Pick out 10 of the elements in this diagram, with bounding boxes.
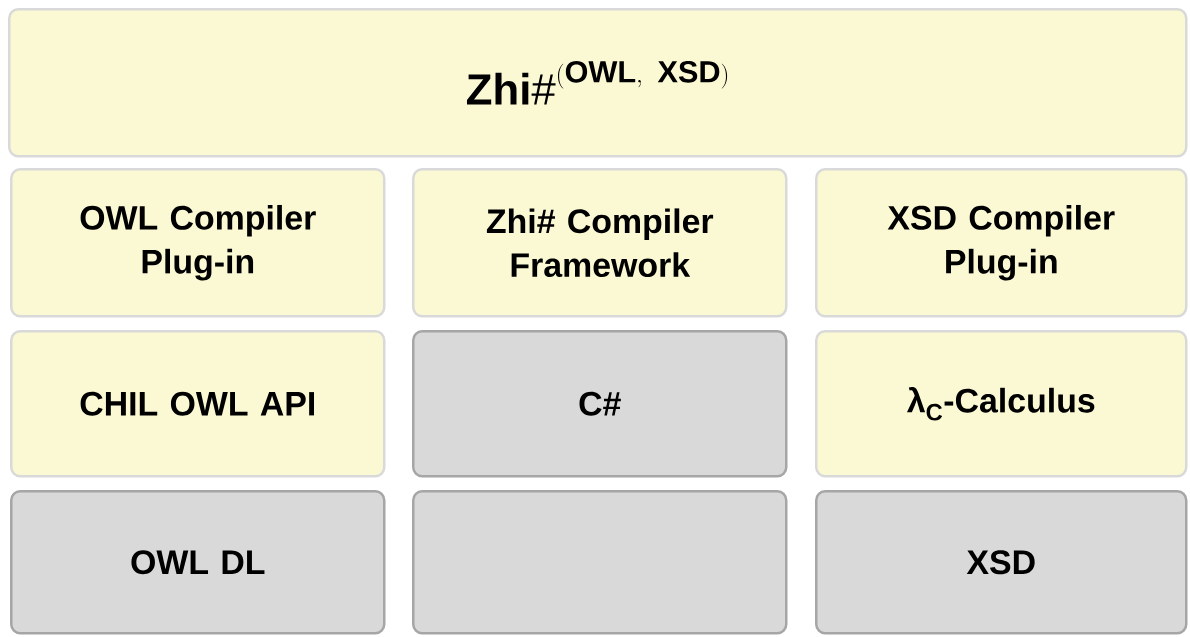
title-box: $\mathbf{Zhi\#}^{\mathbf{(OWL,\ XSD)}}$	[8, 8, 1188, 158]
layer-box: XSD Compiler Plug-in	[815, 168, 1188, 318]
layer-box: CHIL OWL API	[10, 330, 386, 478]
layer-box: Zhi# Compiler Framework	[412, 168, 788, 318]
layer-box	[412, 490, 788, 635]
layer-box: C#	[412, 330, 788, 478]
layer-box: OWL Compiler Plug-in	[10, 168, 386, 318]
layer-box: OWL DL	[10, 490, 386, 635]
layer-box: λ$_{C}$-Calculus	[815, 330, 1188, 478]
layer-box: XSD	[815, 490, 1188, 635]
